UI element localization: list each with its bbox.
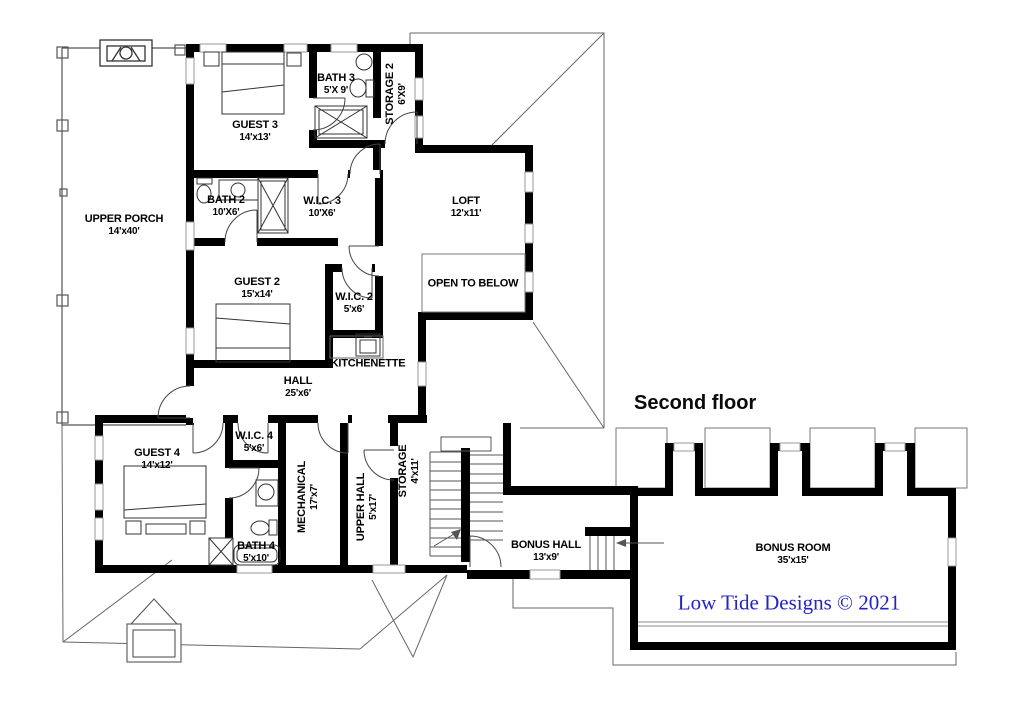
room-name: UPPER HALL	[354, 472, 367, 542]
bed-guest4	[123, 465, 207, 535]
room-name: STORAGE	[396, 444, 409, 498]
room-name: MECHANICAL	[295, 461, 308, 533]
room-name: BONUS ROOM	[755, 541, 831, 554]
bath4-fixtures	[233, 479, 281, 566]
room-name: OPEN TO BELOW	[427, 277, 519, 290]
room-dimensions: 4'x11'	[409, 458, 421, 484]
room-name: W.I.C. 3	[303, 194, 341, 207]
roof-dormer	[126, 598, 182, 663]
room-dimensions: 14'x40'	[108, 225, 140, 237]
credit-text: Low Tide Designs © 2021	[677, 590, 901, 615]
room-name: KITCHENETTE	[330, 357, 406, 370]
room-dimensions: 6'X9'	[396, 83, 408, 105]
porch-outline	[56, 44, 186, 426]
room-dimensions: 5'x6'	[343, 303, 365, 315]
bonus-hall-steps	[589, 536, 664, 570]
room-name: BATH 4	[237, 539, 275, 552]
bonus-window-band	[638, 621, 948, 627]
room-label-kitchenette: KITCHENETTE	[331, 358, 406, 371]
roof-outlines	[61, 32, 957, 666]
room-name: HALL	[283, 374, 313, 387]
room-name: GUEST 2	[234, 275, 280, 288]
room-dimensions: 5'x6'	[243, 442, 265, 454]
bath2-fixtures	[196, 177, 289, 234]
room-name: UPPER PORCH	[84, 212, 164, 225]
room-dimensions: 10'X6'	[212, 206, 240, 218]
room-dimensions: 15'x14'	[241, 288, 273, 300]
fixtures	[123, 51, 526, 566]
room-dimensions: 10'X6'	[308, 207, 336, 219]
bed-guest3	[203, 51, 302, 115]
room-dimensions: 25'x6'	[285, 387, 311, 399]
room-dimensions: 12'x11'	[450, 207, 482, 219]
kitchenette-counter	[329, 333, 384, 359]
room-name: GUEST 4	[134, 446, 180, 459]
room-name: BATH 2	[207, 193, 245, 206]
bonus-dormer-outlines	[615, 427, 968, 489]
room-name: BONUS HALL	[510, 538, 582, 551]
main-staircase	[429, 436, 503, 557]
room-label-open-to-below: OPEN TO BELOW	[428, 278, 519, 291]
bed-guest2	[215, 303, 291, 363]
open-to-below-outline	[421, 253, 526, 313]
room-name: BATH 3	[317, 71, 355, 84]
room-dimensions: 35'x15'	[777, 554, 809, 566]
floor-title: Second floor	[634, 392, 757, 414]
guest4-shower	[208, 537, 234, 566]
room-dimensions: 5'x17'	[367, 494, 379, 520]
room-dimensions: 14'x13'	[239, 131, 271, 143]
room-dimensions: 14'x12'	[141, 459, 173, 471]
room-name: LOFT	[452, 194, 480, 207]
room-dimensions: 5'x10'	[243, 552, 269, 564]
bath3-fixtures	[314, 53, 375, 139]
door-openings	[186, 98, 415, 498]
room-name: W.I.C. 2	[335, 290, 373, 303]
room-name: STORAGE 2	[383, 63, 396, 125]
door-arcs	[157, 97, 502, 568]
room-dimensions: 17'x7'	[308, 484, 320, 510]
porch-fireplace	[99, 39, 153, 67]
room-name: GUEST 3	[232, 118, 278, 131]
windows	[94, 43, 957, 580]
room-name: W.I.C. 4	[235, 429, 273, 442]
room-dimensions: 13'x9'	[533, 551, 559, 563]
room-dimensions: 5'X 9'	[323, 84, 349, 96]
